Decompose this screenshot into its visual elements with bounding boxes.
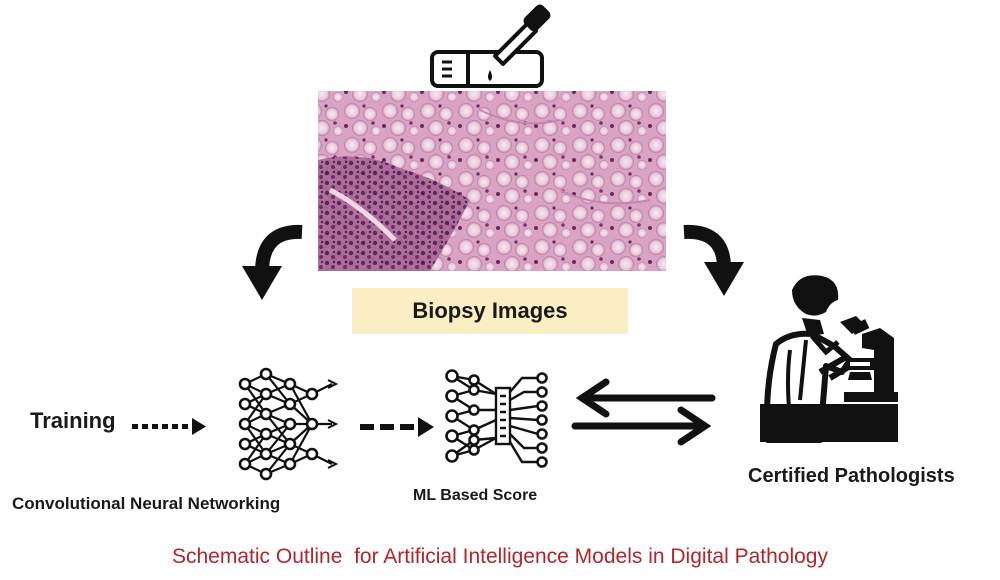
curved-arrow-left-icon (242, 224, 303, 300)
pathologist-microscope-icon (760, 275, 898, 443)
ml-score-icon (445, 369, 548, 468)
slide-dropper-icon (430, 4, 551, 88)
figure-caption: Schematic Outline for Artificial Intelli… (172, 545, 828, 568)
training-dotted-arrow (132, 418, 206, 435)
training-label: Training (30, 408, 116, 433)
neural-network-icon (238, 367, 339, 481)
ml-score-label: ML Based Score (413, 487, 538, 504)
cnn-label: Convolutional Neural Networking (12, 494, 281, 513)
pathologists-label: Certified Pathologists (748, 465, 955, 487)
dashed-arrow (360, 417, 434, 437)
biopsy-tissue-image (318, 91, 666, 271)
biopsy-images-banner: Biopsy Images (352, 288, 628, 334)
biopsy-images-label: Biopsy Images (412, 298, 568, 323)
bidirectional-arrows-icon (571, 378, 716, 446)
curved-arrow-right-icon (683, 224, 744, 296)
